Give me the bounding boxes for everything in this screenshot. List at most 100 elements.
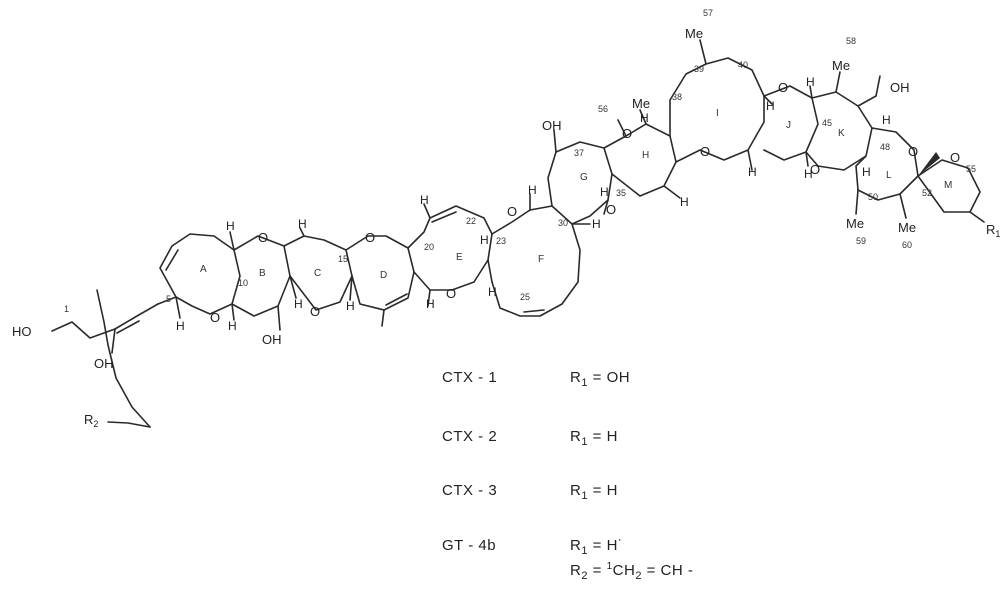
ring-k xyxy=(805,71,877,171)
hydroxyl-label: OH xyxy=(542,118,562,133)
carbon-number: 23 xyxy=(496,236,506,246)
ring-a xyxy=(157,233,241,319)
stereo-hydrogen: H xyxy=(176,319,185,333)
ring-j xyxy=(763,85,819,167)
methyl-label: Me xyxy=(898,220,916,235)
ring-letter: A xyxy=(200,264,207,275)
hydroxyl-label: OH xyxy=(890,80,910,95)
ring-letter: D xyxy=(380,270,387,281)
carbon-number: 39 xyxy=(694,64,704,74)
carbon-number: 35 xyxy=(616,188,626,198)
hydroxyl-label: OH xyxy=(94,356,114,371)
ring-m xyxy=(917,152,985,223)
carbon-number: 15 xyxy=(338,254,348,264)
carbon-number: 5 xyxy=(166,294,171,304)
carbon-number: 1 xyxy=(64,304,69,314)
carbon-number: 59 xyxy=(856,236,866,246)
methyl-label: Me xyxy=(832,58,850,73)
stereo-hydrogen: H xyxy=(680,195,689,209)
stereo-hydrogen: H xyxy=(766,99,775,113)
carbon-number: 58 xyxy=(846,36,856,46)
oxygen-atom: O xyxy=(365,230,375,245)
hydroxyl-labels: HO OH OH OH OH xyxy=(12,80,910,371)
oxygen-atom: O xyxy=(606,202,616,217)
r-group-labels: R1 R2 xyxy=(84,222,1000,429)
carbon-number: 52 xyxy=(922,188,932,198)
carbon-number: 40 xyxy=(738,60,748,70)
r2-label: R2 xyxy=(84,412,98,429)
ring-c xyxy=(283,227,353,311)
carbon-number: 30 xyxy=(558,218,568,228)
hydroxyl-label: HO xyxy=(12,324,32,339)
ring-d xyxy=(345,235,415,327)
stereo-hydrogen: H xyxy=(480,233,489,247)
stereo-hydrogen: H xyxy=(592,217,601,231)
ring-letter: K xyxy=(838,128,845,139)
carbon-number: 56 xyxy=(598,104,608,114)
stereo-hydrogen: H xyxy=(804,167,813,181)
stereo-hydrogen: H xyxy=(806,75,815,89)
stereo-hydrogen: H xyxy=(228,319,237,333)
methyl-label: Me xyxy=(846,216,864,231)
stereo-hydrogen: H xyxy=(426,297,435,311)
hydroxyl-label: OH xyxy=(262,332,282,347)
side-chain xyxy=(51,289,159,428)
carbon-numbering: 1 5 10 15 20 22 23 25 30 35 37 38 39 40 … xyxy=(64,8,976,314)
stereo-hydrogen: H xyxy=(298,217,307,231)
carbon-number: 50 xyxy=(868,192,878,202)
oxygen-atom: O xyxy=(622,126,632,141)
stereo-hydrogen: H xyxy=(226,219,235,233)
stereo-hydrogen: H xyxy=(640,111,649,125)
methyl-labels: Me Me Me Me Me xyxy=(632,26,916,235)
stereo-hydrogen: H xyxy=(294,297,303,311)
ring-letter: F xyxy=(538,254,544,265)
oxygen-atom: O xyxy=(310,304,320,319)
carbon-number: 25 xyxy=(520,292,530,302)
ring-letter: I xyxy=(716,108,719,119)
r1-label: R1 xyxy=(986,222,1000,239)
ring-h xyxy=(603,109,681,199)
oxygen-atom: O xyxy=(950,150,960,165)
ring-letters: A B C D E F G H I J K L M xyxy=(200,108,952,281)
oxygen-atom: O xyxy=(210,310,220,325)
methyl-label: Me xyxy=(632,96,650,111)
carbon-number: 38 xyxy=(672,92,682,102)
ring-letter: G xyxy=(580,172,588,183)
oxygen-atom: O xyxy=(700,144,710,159)
ring-letter: L xyxy=(886,170,892,181)
ring-l xyxy=(855,75,919,219)
stereo-hydrogen: H xyxy=(882,113,891,127)
stereo-hydrogen: H xyxy=(346,299,355,313)
carbon-number: 37 xyxy=(574,148,584,158)
ring-letter: J xyxy=(786,120,791,131)
stereo-hydrogens: H H H H H H H H H H H H H H H H H H H H … xyxy=(176,75,891,333)
ring-f xyxy=(491,193,591,317)
oxygen-atom: O xyxy=(908,144,918,159)
ring-letter: B xyxy=(259,268,266,279)
carbon-number: 48 xyxy=(880,142,890,152)
carbon-number: 22 xyxy=(466,216,476,226)
stereo-hydrogen: H xyxy=(528,183,537,197)
oxygen-atom: O xyxy=(778,80,788,95)
stereo-hydrogen: H xyxy=(488,285,497,299)
oxygen-labels: O O O O O O O O O O O O O xyxy=(210,80,960,325)
carbon-number: 60 xyxy=(902,240,912,250)
carbon-number: 45 xyxy=(822,118,832,128)
carbon-number: 55 xyxy=(966,164,976,174)
ring-i xyxy=(669,39,773,171)
oxygen-atom: O xyxy=(258,230,268,245)
carbon-number: 20 xyxy=(424,242,434,252)
carbon-number: 57 xyxy=(703,8,713,18)
stereo-hydrogen: H xyxy=(600,185,609,199)
stereo-hydrogen: H xyxy=(420,193,429,207)
stereo-hydrogen: H xyxy=(748,165,757,179)
carbon-number: 10 xyxy=(238,278,248,288)
ring-letter: C xyxy=(314,268,321,279)
ring-letter: E xyxy=(456,252,463,263)
stereo-hydrogen: H xyxy=(862,165,871,179)
methyl-label: Me xyxy=(685,26,703,41)
ring-letter: M xyxy=(944,180,952,191)
ring-letter: H xyxy=(642,150,649,161)
